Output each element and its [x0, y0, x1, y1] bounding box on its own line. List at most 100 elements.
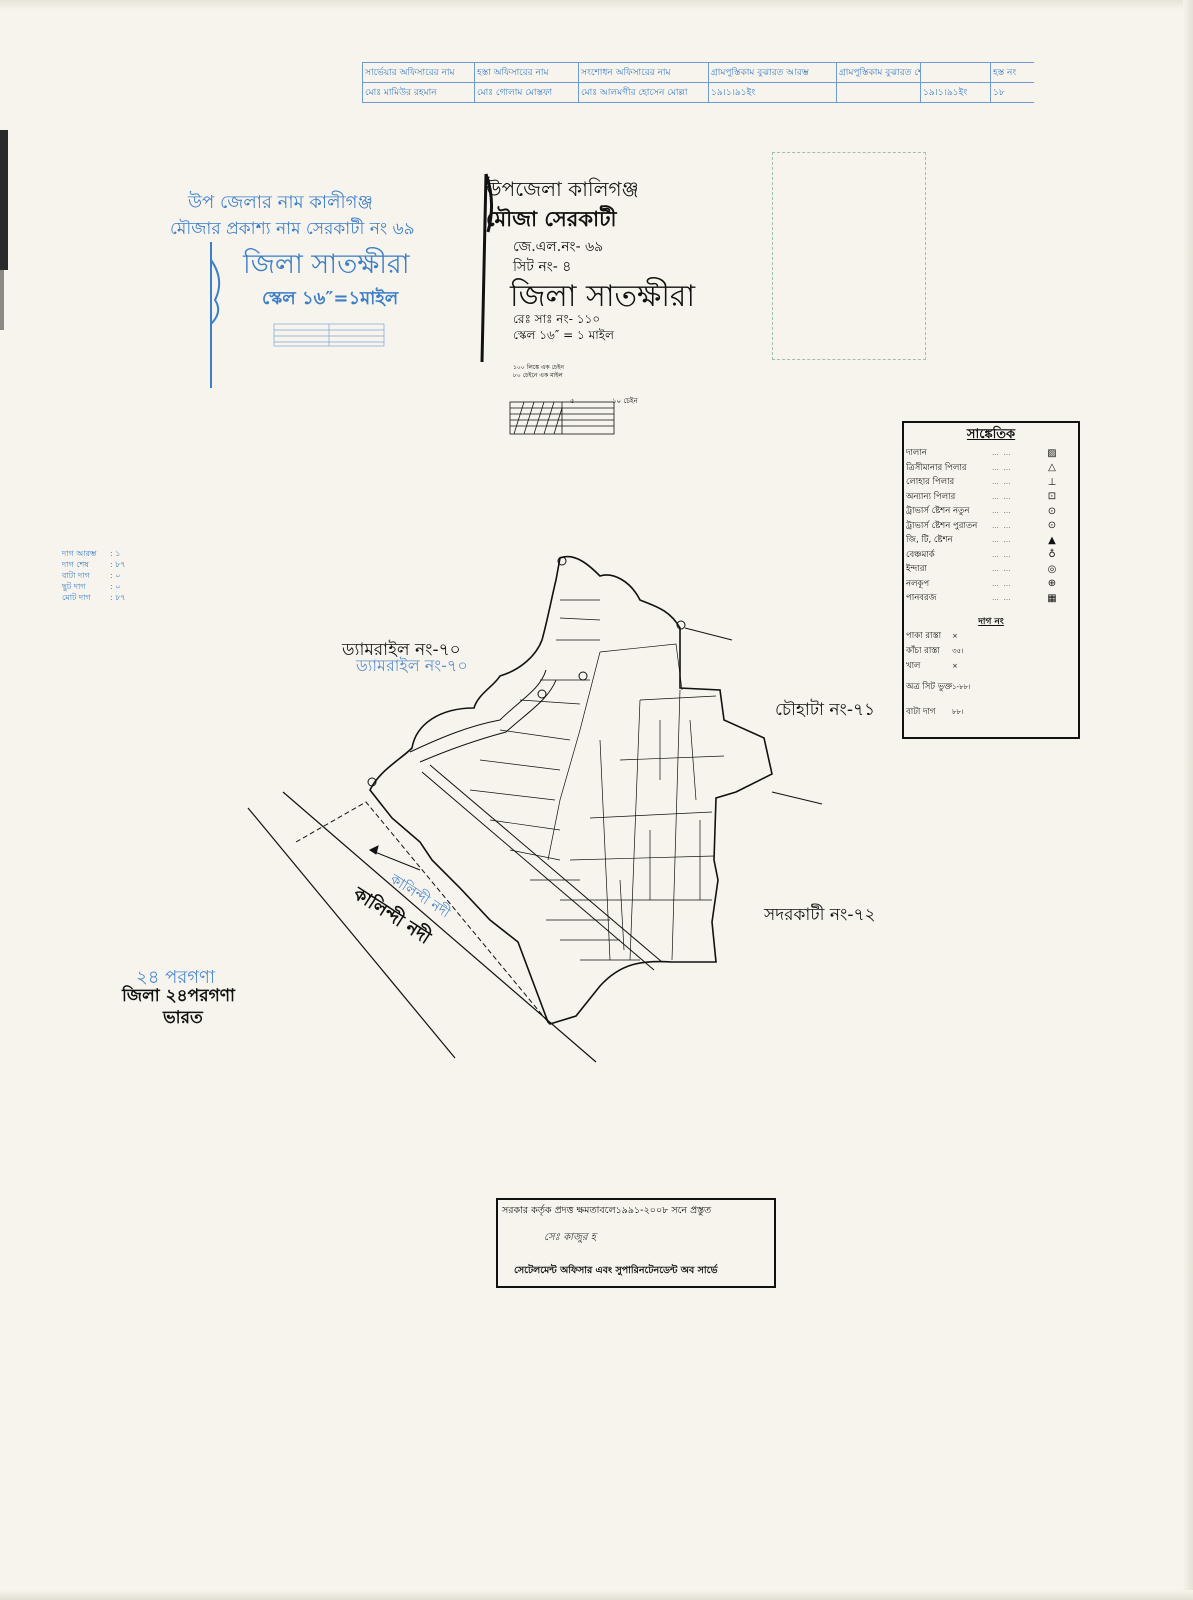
header-cell: গ্রামপুস্তিকাম বুঝারত আরম্ভ: [708, 63, 836, 83]
stamp-scale: স্কেল ১৬″ = ১ মাইল: [513, 328, 614, 342]
legend-row: জি, টি, ষ্টেশন … … ▲: [904, 533, 1078, 548]
legend-leader-dots: … …: [992, 536, 1011, 545]
legend-road-name: বাটা দাগ: [906, 707, 936, 717]
legend-symbol-icon: ♁: [1048, 549, 1056, 561]
value-cell: ১৮: [990, 83, 1034, 103]
chain-note: ১০০ লিঙ্কে এক চেইন ৮০ চেইনে এক মাইল: [513, 364, 564, 380]
legend-road-row: কাঁচা রাস্তা ৩৫।: [904, 644, 1078, 659]
legend-road-items: পাকা রাস্তা× কাঁচা রাস্তা ৩৫। খাল × অত্র সিট …: [904, 629, 1078, 720]
legend-item-name: ট্রাভার্স ষ্টেশন পুরাতন: [906, 520, 978, 531]
chain-note-2: ৮০ চেইনে এক মাইল: [513, 372, 563, 379]
road-east: [771, 791, 823, 805]
legend-row: নলকূপ… …⊕: [904, 577, 1078, 592]
binding-strip-lower: [0, 270, 4, 330]
certificate-authority: সরকার কর্তৃক প্রদত্ত ক্ষমতাবলে১৯৯১-২০০৮ …: [502, 1205, 712, 1216]
stat-label: মোট দাগ: [62, 593, 91, 602]
legend-road-value: ৮৮।: [952, 708, 964, 716]
legend-item-name: পানবরজ: [906, 593, 937, 604]
value-cell: ১৯।১।৯১ইং: [708, 83, 836, 103]
legend-road-value: ৩৫।: [952, 647, 964, 655]
stat-label: দাগ আরম্ভ: [62, 549, 97, 558]
embankment: [421, 771, 655, 971]
south-east-mouza-label: সদরকাটী নং-৭২: [764, 905, 876, 925]
stamp-district: জিলা সাতক্ষীরা: [510, 279, 696, 314]
legend-symbol-icon: ⊕: [1047, 578, 1057, 590]
stat-value: : ৮৭: [110, 593, 126, 602]
stat-row: দাগ আরম্ভ : ১: [62, 548, 126, 559]
certificate-signature: সেঃ কাজুর হ: [544, 1232, 596, 1243]
legend-leader-dots: … …: [992, 507, 1011, 516]
legend-title: সাঙ্কেতিক: [966, 427, 1016, 442]
west-mouza-label: ড্যামরাইল নং-৭০: [342, 640, 461, 660]
legend-leader-dots: … …: [992, 550, 1011, 559]
legend-item-name: লোহার পিলার: [906, 477, 955, 488]
legend-row: ট্রাভার্স ষ্টেশন পুরাতন… …⊙: [904, 519, 1078, 534]
legend-leader-dots: … …: [992, 478, 1011, 487]
scale-bar-label-5: ৫: [570, 397, 575, 405]
green-stamp-box: [772, 152, 926, 360]
header-table: সার্ভেয়ার অফিসারের নাম হস্তা অফিসারের ন…: [362, 62, 1034, 103]
legend-item-name: ট্রাভার্স ষ্টেশন নতুন: [906, 506, 970, 517]
legend-road-row: খাল ×: [904, 659, 1078, 674]
legend-subtitle: দাগ নং: [978, 616, 1004, 627]
legend-leader-dots: … …: [992, 565, 1011, 574]
stat-row: ছুট দাগ: ০: [62, 581, 126, 592]
stat-label: ছুট দাগ: [62, 582, 86, 591]
district-label-blue: ২৪ পরগণা: [136, 967, 216, 988]
header-cell: হস্ত নং: [990, 63, 1034, 83]
paper-edge-top: [0, 0, 1193, 10]
legend-symbol-icon: ▲: [1048, 534, 1056, 546]
legend-leader-dots: … …: [992, 594, 1011, 603]
stat-row: মোট দাগ : ৮৭: [62, 592, 126, 603]
blue-stamp-district: জিলা সাতক্ষীরা: [243, 249, 410, 280]
blue-stamp-mouza: মৌজার প্রকাশ্য নাম সেরকাটী নং ৬৯: [170, 219, 415, 239]
stat-value: : ১: [110, 549, 121, 558]
legend-item-name: জি, টি, ষ্টেশন: [906, 535, 953, 546]
legend-symbol-icon: ▦: [1047, 592, 1057, 604]
legend-symbol-icon: ◎: [1047, 563, 1057, 575]
legend-road-value: ×: [952, 632, 958, 640]
paper-edge-right: [1183, 0, 1193, 1600]
legend-item-name: দালান: [906, 448, 927, 459]
blue-stamp-bracket: [210, 242, 221, 388]
mouza-outline: [369, 555, 773, 1025]
traverse-stations: [367, 556, 686, 787]
district-label: জিলা ২৪পরগণা: [122, 986, 235, 1006]
stamp-reg-no: রেঃ সাঃ নং- ১১০: [513, 312, 601, 326]
river-flow-arrow: [369, 845, 421, 871]
mouza-boundary-dashed: [295, 801, 549, 1023]
header-cell: সার্ভেয়ার অফিসারের নাম: [362, 63, 474, 83]
legend-symbol-icon: ⊡: [1047, 491, 1057, 503]
paper-edge-bottom: [0, 1590, 1193, 1600]
legend-road-row: বাটা দাগ ৮৮।: [904, 705, 1078, 720]
stat-row: বাটা দাগ: ০: [62, 570, 126, 581]
value-cell: ১৯।১।৯১ইং: [920, 83, 990, 103]
legend-leader-dots: … …: [992, 521, 1011, 530]
header-cell: সংশোধন অফিসারের নাম: [578, 63, 708, 83]
legend-box: সাঙ্কেতিক দালান… …▨ত্রিসীমানার পিলার… …△…: [902, 421, 1080, 739]
legend-road-name: অত্র সিট ভুক্ত: [906, 682, 953, 692]
chain-note-1: ১০০ লিঙ্কে এক চেইন: [513, 364, 564, 371]
legend-road-value: ×: [952, 662, 958, 670]
legend-items: দালান… …▨ত্রিসীমানার পিলার… …△লোহার পিলা…: [904, 446, 1078, 606]
stat-value: : ০: [110, 571, 121, 580]
legend-road-row: পাকা রাস্তা×: [904, 629, 1078, 644]
legend-symbol-icon: ⊥: [1047, 476, 1057, 488]
black-stamp-bracket: [480, 173, 493, 363]
certificate-officer: সেটেলমেন্ট অফিসার এবং সুপারিনটেনডেন্ট অব…: [514, 1265, 718, 1276]
legend-row: দালান… …▨: [904, 446, 1078, 461]
stamp-mouza: মৌজা সেরকাটী: [486, 207, 617, 231]
legend-item-name: অন্যান্য পিলার: [906, 491, 956, 502]
value-cell: মোঃ মামিউর রহমান: [362, 83, 474, 103]
value-cell: [836, 83, 920, 103]
legend-road-name: খাল: [906, 661, 921, 671]
stamp-sheet-no: সিট নং- ৪: [513, 259, 572, 275]
creek: [419, 679, 557, 763]
legend-road-name: কাঁচা রাস্তা: [906, 646, 940, 656]
legend-leader-dots: … …: [992, 449, 1011, 458]
stat-row: দাগ শেষ: ৮৭: [62, 559, 126, 570]
scale-bar-label-10: ১০ চেইন: [612, 397, 638, 405]
